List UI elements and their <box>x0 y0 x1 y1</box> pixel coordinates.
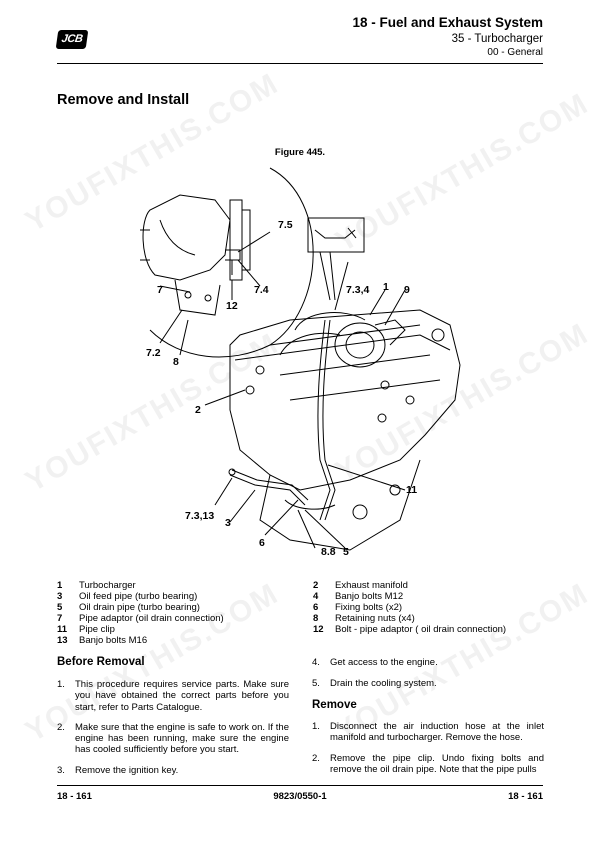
callout-9: 9 <box>404 284 410 296</box>
callout-1: 1 <box>383 281 389 293</box>
step-text: Drain the cooling system. <box>330 678 437 690</box>
footer-document-number: 9823/0550-1 <box>273 791 327 802</box>
step-text: Remove the ignition key. <box>75 764 179 776</box>
remove-steps: 1. Disconnect the air induction hose at t… <box>312 721 544 784</box>
legend-item: 5 Oil drain pipe (turbo bearing) <box>57 602 297 613</box>
procedure-step: 4. Get access to the engine. <box>312 657 544 668</box>
step-text: Remove the pipe clip. Undo fixing bolts … <box>330 752 544 775</box>
callout-7-5: 7.5 <box>278 219 293 231</box>
legend-column-right: 2 Exhaust manifold 4 Banjo bolts M12 6 Fixi… <box>313 580 553 635</box>
procedure-step: 1. Disconnect the air induction hose at t… <box>312 721 544 744</box>
legend-text: Bolt - pipe adaptor ( oil drain connecti… <box>335 624 507 635</box>
before-removal-heading: Before Removal <box>57 656 145 668</box>
callout-7-4: 7.4 <box>254 284 269 296</box>
legend-number: 2 <box>313 580 319 591</box>
legend-item: 8 Retaining nuts (x4) <box>313 613 553 624</box>
legend-number: 13 <box>57 635 68 646</box>
callout-2: 2 <box>195 404 201 416</box>
subsection-title: 35 - Turbocharger <box>451 33 543 45</box>
footer-divider <box>57 785 543 786</box>
step-number: 1. <box>57 679 65 690</box>
callout-8-8: 8.8 <box>321 546 336 558</box>
legend-text: Retaining nuts (x4) <box>335 613 415 624</box>
legend-text: Exhaust manifold <box>335 580 408 591</box>
legend-item: 3 Oil feed pipe (turbo bearing) <box>57 591 297 602</box>
legend-item: 2 Exhaust manifold <box>313 580 553 591</box>
legend-item: 4 Banjo bolts M12 <box>313 591 553 602</box>
jcb-logo: JCB <box>55 30 89 49</box>
turbocharger-illustration <box>140 167 461 551</box>
legend-item: 7 Pipe adaptor (oil drain connection) <box>57 613 297 624</box>
footer-page-left: 18 - 161 <box>57 791 92 802</box>
step-text: Get access to the engine. <box>330 657 438 668</box>
procedure-step: 3. Remove the ignition key. <box>57 765 289 776</box>
legend-number: 12 <box>313 624 324 635</box>
legend-item: 6 Fixing bolts (x2) <box>313 602 553 613</box>
legend-column-left: 1 Turbocharger 3 Oil feed pipe (turbo bear… <box>57 580 297 646</box>
before-removal-steps-continued: 4. Get access to the engine. 5. Drain the … <box>312 657 544 699</box>
callout-5: 5 <box>343 546 349 558</box>
step-number: 2. <box>312 752 320 764</box>
legend-text: Pipe adaptor (oil drain connection) <box>79 613 224 624</box>
step-text: This procedure requires service parts. M… <box>75 679 289 713</box>
legend-text: Pipe clip <box>79 624 115 635</box>
legend-number: 6 <box>313 602 319 613</box>
legend-number: 11 <box>57 624 68 635</box>
legend-item: 12 Bolt - pipe adaptor ( oil drain connec… <box>313 624 553 635</box>
procedure-step: 2. Remove the pipe clip. Undo fixing bolt… <box>312 753 544 776</box>
legend-number: 8 <box>313 613 319 624</box>
page-title: Remove and Install <box>57 92 190 108</box>
legend-item: 11 Pipe clip <box>57 624 297 635</box>
legend-text: Banjo bolts M12 <box>335 591 404 602</box>
legend-number: 1 <box>57 580 63 591</box>
header-divider <box>57 63 543 64</box>
legend-number: 7 <box>57 613 63 624</box>
legend-number: 4 <box>313 591 319 602</box>
callout-7-3-13: 7.3,13 <box>185 510 215 522</box>
legend-item: 1 Turbocharger <box>57 580 297 591</box>
legend-text: Banjo bolts M16 <box>79 635 148 646</box>
step-text: Disconnect the air induction hose at the… <box>330 721 544 744</box>
callout-12: 12 <box>226 300 238 312</box>
callout-7-3-4: 7.3,4 <box>346 284 370 296</box>
callout-7-2: 7.2 <box>146 347 161 359</box>
legend-item: 13 Banjo bolts M16 <box>57 635 297 646</box>
legend-text: Fixing bolts (x2) <box>335 602 403 613</box>
callout-6: 6 <box>259 537 265 549</box>
legend-text: Oil feed pipe (turbo bearing) <box>79 591 198 602</box>
figure-caption: Figure 445. <box>274 147 326 158</box>
before-removal-steps: 1. This procedure requires service parts.… <box>57 679 289 785</box>
step-number: 5. <box>312 678 320 690</box>
section-title: 18 - Fuel and Exhaust System <box>352 15 543 30</box>
legend-number: 3 <box>57 591 63 602</box>
callout-7: 7 <box>157 284 163 296</box>
legend-number: 5 <box>57 602 63 613</box>
procedure-step: 2. Make sure that the engine is safe to w… <box>57 722 289 756</box>
remove-heading: Remove <box>312 699 357 711</box>
legend-text: Turbocharger <box>79 580 136 591</box>
step-number: 1. <box>312 721 320 732</box>
subsubsection-title: 00 - General <box>487 47 543 58</box>
procedure-step: 1. This procedure requires service parts.… <box>57 679 289 713</box>
callout-3: 3 <box>225 517 231 529</box>
step-number: 2. <box>57 721 65 733</box>
legend-text: Oil drain pipe (turbo bearing) <box>79 602 200 613</box>
procedure-step: 5. Drain the cooling system. <box>312 678 544 689</box>
step-number: 4. <box>312 657 320 668</box>
footer-page-right: 18 - 161 <box>508 791 543 802</box>
callout-8: 8 <box>173 356 179 368</box>
step-text: Make sure that the engine is safe to wor… <box>75 721 289 756</box>
callout-11: 11 <box>406 484 418 496</box>
step-number: 3. <box>57 764 65 776</box>
